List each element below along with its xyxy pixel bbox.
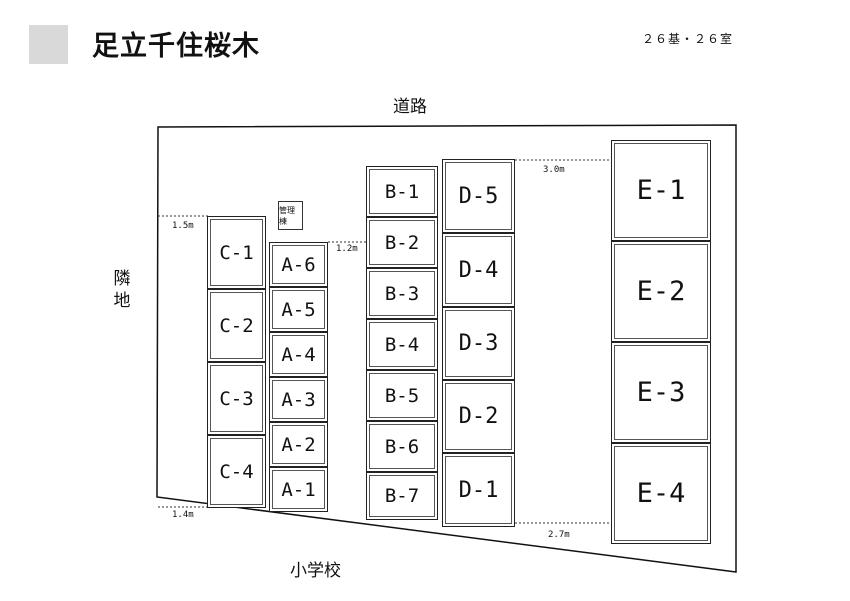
storage-unit[interactable]: E-2 bbox=[611, 241, 711, 342]
storage-unit[interactable]: D-4 bbox=[442, 233, 515, 307]
page-title: 足立千住桜木 bbox=[92, 31, 260, 62]
storage-unit[interactable]: A-1 bbox=[269, 467, 328, 512]
dim-top-left: 1.5m bbox=[172, 221, 194, 231]
storage-unit[interactable]: C-4 bbox=[207, 435, 266, 508]
storage-unit[interactable]: E-1 bbox=[611, 140, 711, 241]
dim-top-right: 3.0m bbox=[543, 165, 565, 175]
storage-unit[interactable]: C-3 bbox=[207, 362, 266, 435]
storage-unit[interactable]: E-4 bbox=[611, 443, 711, 544]
storage-unit[interactable]: D-2 bbox=[442, 380, 515, 453]
storage-unit[interactable]: B-5 bbox=[366, 370, 438, 421]
storage-unit[interactable]: B-2 bbox=[366, 217, 438, 268]
storage-unit[interactable]: C-2 bbox=[207, 289, 266, 362]
storage-unit[interactable]: C-1 bbox=[207, 216, 266, 289]
storage-unit[interactable]: A-3 bbox=[269, 377, 328, 422]
storage-unit[interactable]: D-5 bbox=[442, 159, 515, 233]
school-label: 小学校 bbox=[290, 561, 341, 581]
storage-unit[interactable]: A-6 bbox=[269, 242, 328, 287]
neighbor-label: 隣地 bbox=[113, 269, 131, 311]
dimension-lines bbox=[158, 159, 612, 524]
storage-unit[interactable]: A-4 bbox=[269, 332, 328, 377]
dim-bottom-left: 1.4m bbox=[172, 510, 194, 520]
dim-a-to-b: 1.2m bbox=[336, 244, 358, 254]
lot-boundary bbox=[156, 124, 737, 573]
storage-unit[interactable]: B-4 bbox=[366, 319, 438, 370]
storage-unit[interactable]: E-3 bbox=[611, 342, 711, 443]
storage-unit[interactable]: D-1 bbox=[442, 453, 515, 527]
logo-block bbox=[29, 25, 68, 64]
storage-unit[interactable]: B-3 bbox=[366, 268, 438, 319]
office-building: 管理棟 bbox=[278, 201, 303, 230]
unit-count: ２６基・２６室 bbox=[642, 32, 734, 46]
storage-unit[interactable]: B-6 bbox=[366, 421, 438, 472]
storage-unit[interactable]: B-1 bbox=[366, 166, 438, 217]
road-label: 道路 bbox=[393, 97, 427, 117]
storage-unit[interactable]: B-7 bbox=[366, 472, 438, 520]
storage-unit[interactable]: A-5 bbox=[269, 287, 328, 332]
storage-unit[interactable]: A-2 bbox=[269, 422, 328, 467]
dim-bottom-right: 2.7m bbox=[548, 530, 570, 540]
storage-unit[interactable]: D-3 bbox=[442, 307, 515, 380]
